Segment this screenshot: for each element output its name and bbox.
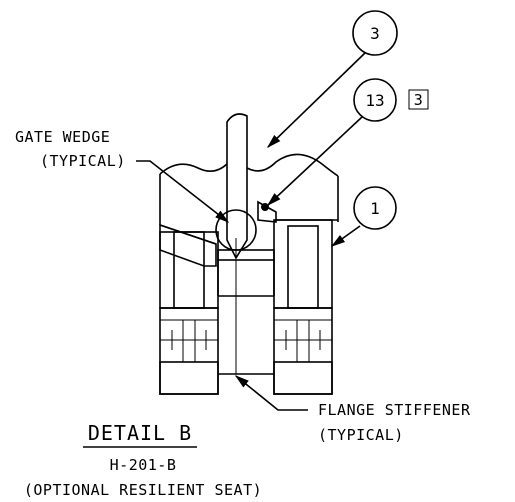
detail-title: DETAIL B [88,421,192,445]
leader-gate-wedge [136,160,230,223]
leader-balloon-1 [330,225,361,247]
leader-flange-stiffener [234,375,308,411]
seat-plate [217,249,275,296]
lower-right-flange [273,307,333,395]
right-flange [273,219,333,309]
balloon-3: 3 [352,10,398,56]
flange-stiffener-label: FLANGE STIFFENER [318,401,471,419]
resilient-seat [257,200,277,223]
leader-balloon-13 [266,116,363,206]
balloon-13: 13 3 [353,78,429,122]
detail-reference: H-201-B [110,456,177,474]
balloon-3-number: 3 [370,24,380,43]
flange-stiffener-typical: (TYPICAL) [318,426,404,444]
valve-body-upper [159,153,339,245]
detail-note: (OPTIONAL RESILIENT SEAT) [24,481,262,499]
flag-note-number: 3 [414,91,424,109]
valve-stem [226,113,248,260]
left-flange [159,231,219,309]
balloon-1: 1 [353,186,397,230]
lower-left-flange [159,307,219,395]
flag-note-box [408,89,429,110]
leader-balloon-3 [266,52,366,149]
balloon-13-number: 13 [365,91,384,110]
balloon-1-number: 1 [370,199,380,218]
gate-wedge-label: GATE WEDGE [15,128,110,146]
left-seat-ring [159,223,217,267]
pipe-bore [218,260,274,375]
gate-wedge-typical: (TYPICAL) [40,152,126,170]
